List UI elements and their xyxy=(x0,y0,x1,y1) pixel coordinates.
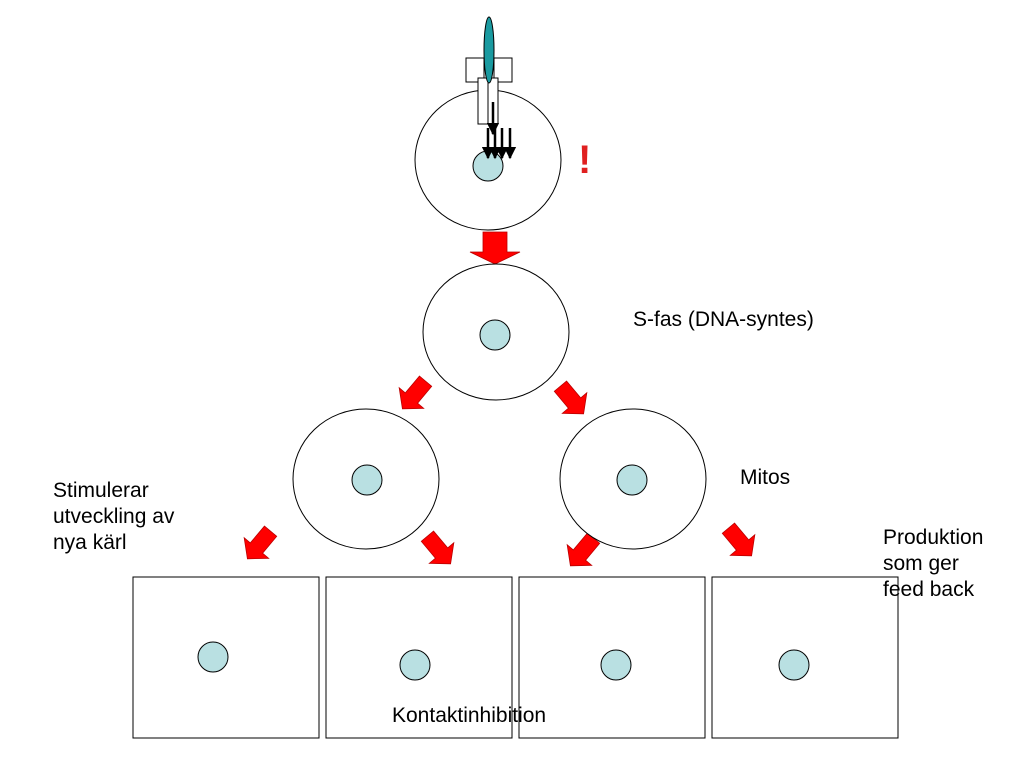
alert-mark: ! xyxy=(578,138,592,182)
signal-arrows xyxy=(481,102,517,160)
contact-inhibition-label: Kontaktinhibition xyxy=(392,704,547,727)
square-cell-4-nucleus xyxy=(778,649,810,681)
red-arrow-to-square-3 xyxy=(566,532,601,567)
stimulates-line-3: nya kärl xyxy=(53,531,127,554)
s-phase-cell-nucleus xyxy=(479,319,511,351)
stimulates-line-1: Stimulerar xyxy=(53,479,149,502)
production-label: Produktion som ger feed back xyxy=(883,525,983,603)
red-arrow-to-square-4 xyxy=(721,522,756,557)
receptor-right-block xyxy=(493,57,513,83)
production-line-1: Produktion xyxy=(883,526,984,549)
daughter-cell-right-nucleus xyxy=(616,464,648,496)
red-arrow-to-square-1 xyxy=(243,525,278,560)
red-arrow-to-s-phase xyxy=(469,231,521,265)
ligand xyxy=(483,16,495,84)
red-arrow-to-mitosis-right xyxy=(553,380,588,415)
production-line-3: feed back xyxy=(883,578,975,601)
production-line-2: som ger xyxy=(883,552,959,575)
stimulates-label: Stimulerar utveckling av nya kärl xyxy=(53,478,174,556)
square-cell-3-nucleus xyxy=(600,649,632,681)
receptor-complex xyxy=(465,16,513,125)
receptor-left-block xyxy=(465,57,485,83)
mitosis-label: Mitos xyxy=(740,466,791,489)
s-phase-label: S-fas (DNA-syntes) xyxy=(633,308,814,331)
square-cell-1-nucleus xyxy=(197,641,229,673)
red-arrow-to-square-2 xyxy=(420,530,455,565)
receptor-channel-left xyxy=(477,77,489,125)
square-cell-2-nucleus xyxy=(399,649,431,681)
daughter-cell-left-nucleus xyxy=(351,464,383,496)
red-arrow-to-mitosis-left xyxy=(398,375,433,410)
square-cell-4 xyxy=(711,576,899,739)
stimulates-line-2: utveckling av xyxy=(53,505,175,528)
